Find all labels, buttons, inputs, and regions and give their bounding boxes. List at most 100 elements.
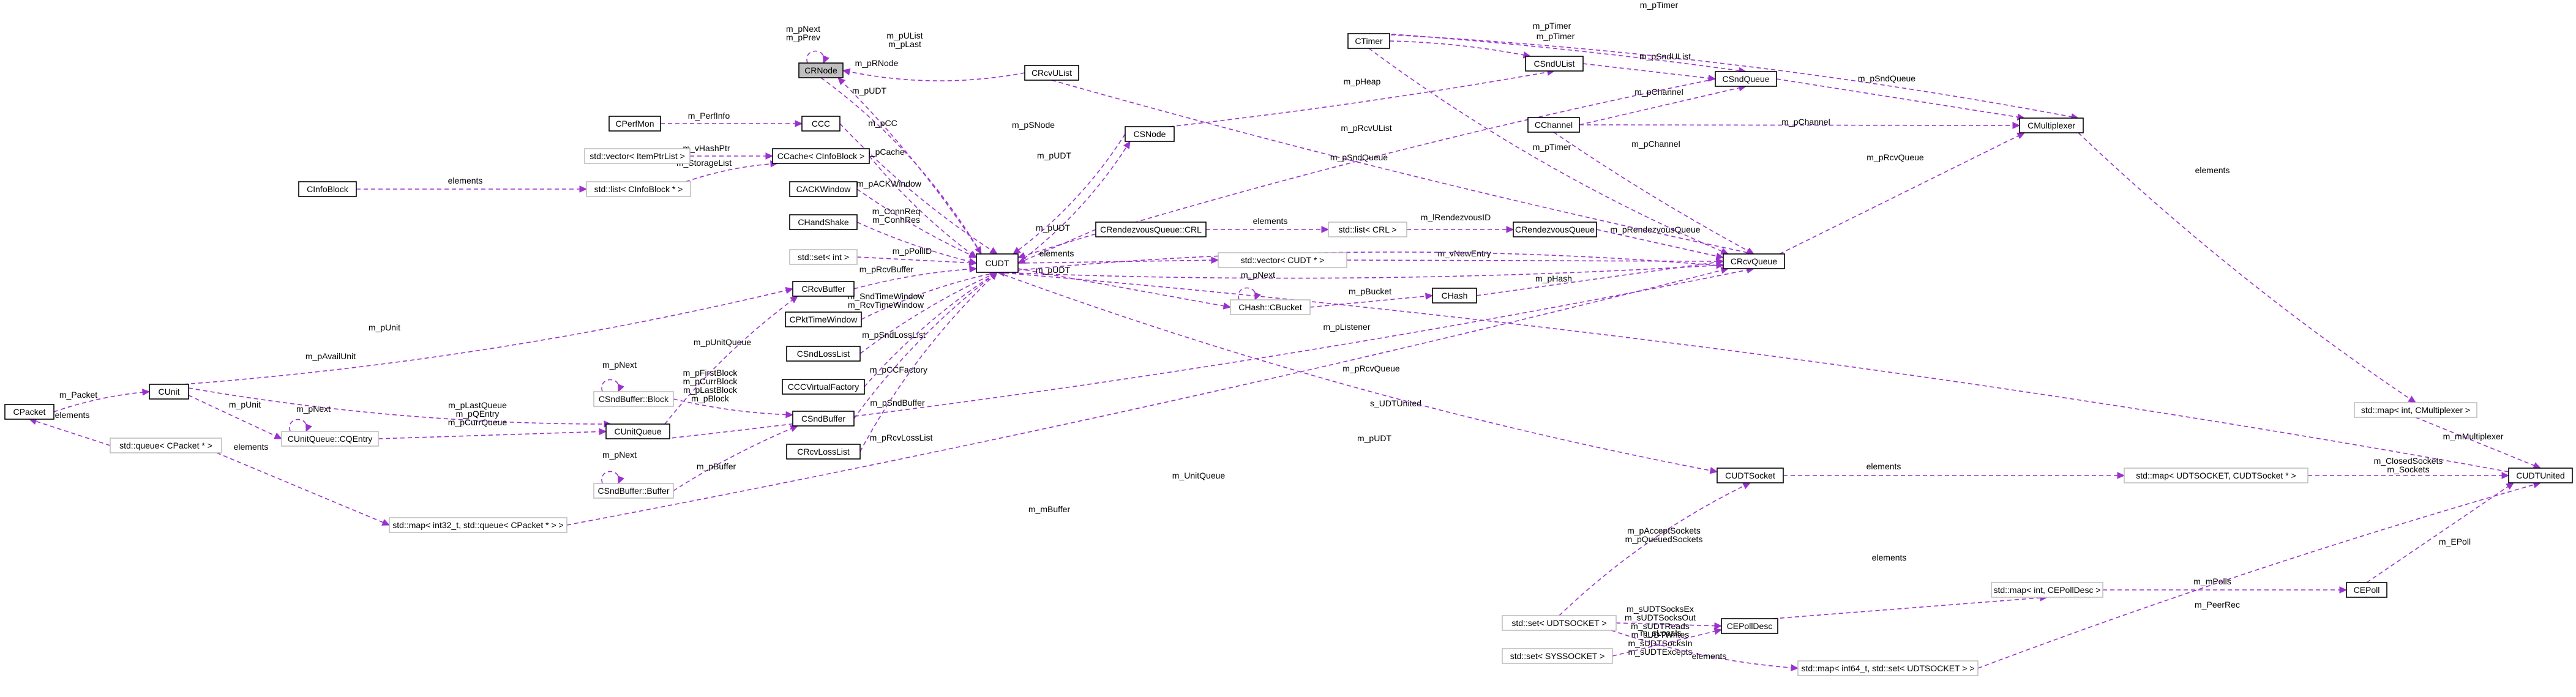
arrowhead — [823, 55, 829, 64]
class-node-crendezvousqueue[interactable]: CRendezvousQueue — [1513, 222, 1597, 237]
class-node-crcvlosslist[interactable]: CRcvLossList — [786, 444, 861, 460]
class-node-cunit[interactable]: CUnit — [149, 384, 189, 400]
class-node-cunitqueue[interactable]: CUnitQueue — [605, 423, 670, 439]
class-node-chash-cbucket[interactable]: CHash::CBucket — [1230, 299, 1311, 315]
class-node-vector-cudt[interactable]: std::vector< CUDT * > — [1218, 252, 1347, 268]
class-box — [1095, 222, 1207, 237]
class-node-csndbuffer-block[interactable]: CSndBuffer::Block — [593, 391, 674, 407]
class-node-crcvbuffer[interactable]: CRcvBuffer — [792, 281, 855, 297]
class-node-cudt[interactable]: CUDT — [976, 253, 1019, 273]
class-node-cpacket[interactable]: CPacket — [4, 404, 54, 420]
edge-label: m_pTimer — [1533, 21, 1571, 31]
class-node-set-udtsocket[interactable]: std::set< UDTSOCKET > — [1502, 615, 1617, 631]
edge-crcvloss-cudt: m_pRcvLossList — [859, 272, 998, 452]
class-node-cepoll[interactable]: CEPoll — [2346, 582, 2387, 598]
class-node-map-int-cmultiplexer[interactable]: std::map< int, CMultiplexer > — [2354, 402, 2477, 418]
class-node-queue-cpacket[interactable]: std::queue< CPacket * > — [110, 438, 222, 453]
edge-label: m_pBucket — [1349, 286, 1391, 296]
class-node-vector-itemptrlist[interactable]: std::vector< ItemPtrList > — [584, 148, 691, 164]
class-node-cperfmon[interactable]: CPerfMon — [608, 116, 661, 132]
edge-cepolldesc-map: elements — [1772, 553, 2048, 619]
class-node-map-int64-set[interactable]: std::map< int64_t, std::set< UDTSOCKET >… — [1797, 660, 1979, 676]
arrowhead — [1321, 226, 1330, 233]
class-node-crnode[interactable]: CRNode — [798, 62, 844, 78]
class-node-cunitqueue-cqentry[interactable]: CUnitQueue::CQEntry — [281, 431, 379, 447]
arrowhead — [1720, 248, 1729, 255]
edge-setint-cudt: m_pPollID — [856, 246, 978, 267]
class-node-map-int32-queue[interactable]: std::map< int32_t, std::queue< CPacket *… — [389, 517, 567, 533]
class-node-cccvirtualfactory[interactable]: CCCVirtualFactory — [782, 379, 865, 395]
class-box — [2124, 468, 2308, 483]
class-name: CPktTimeWindow — [790, 315, 858, 324]
edge-line — [861, 272, 998, 320]
class-node-ccc[interactable]: CCC — [801, 116, 841, 132]
edge-block-self: m_pNext — [601, 360, 637, 393]
arrowhead — [989, 247, 998, 255]
edge-label: m_mBuffer — [1028, 504, 1071, 514]
edge-crcvbuffer-cudt: m_pRcvBuffer — [853, 264, 978, 289]
class-node-cudtunited[interactable]: CUDTUnited — [2508, 468, 2573, 483]
class-node-chash[interactable]: CHash — [1432, 288, 1477, 304]
edge-map-cudtunited: m_mMultiplexer — [2415, 417, 2542, 469]
class-node-csndqueue[interactable]: CSndQueue — [1715, 71, 1777, 87]
class-node-ccache-cinfoblock[interactable]: CCache< CInfoBlock > — [772, 148, 870, 164]
class-node-cchannel[interactable]: CChannel — [1527, 117, 1580, 133]
class-node-crendezvousqueue-crl[interactable]: CRendezvousQueue::CRL — [1095, 222, 1207, 237]
arrowhead — [381, 519, 391, 526]
class-node-csndbuffer-buffer[interactable]: CSndBuffer::Buffer — [593, 483, 674, 499]
class-node-map-udtsocket[interactable]: std::map< UDTSOCKET, CUDTSocket * > — [2124, 468, 2308, 483]
edge-line — [1169, 70, 1555, 127]
class-node-csndlosslist[interactable]: CSndLossList — [786, 346, 861, 362]
class-node-cmultiplexer[interactable]: CMultiplexer — [2019, 117, 2084, 133]
edge-label: m_pLastQueue — [448, 400, 507, 410]
class-node-csndbuffer[interactable]: CSndBuffer — [792, 411, 855, 427]
edge-cqentry-self: m_pNext — [289, 404, 331, 433]
edge-crl-cudt: m_pUDT — [1017, 223, 1096, 264]
class-node-csndulist[interactable]: CSndUList — [1525, 56, 1584, 72]
edge-label: m_PeerRec — [2195, 600, 2240, 609]
class-node-ctimer[interactable]: CTimer — [1347, 33, 1390, 49]
class-node-crcvqueue[interactable]: CRcvQueue — [1723, 253, 1785, 269]
edge-label: m_sUDTWrites — [1631, 630, 1690, 639]
edge-label: m_pSndQueue — [1858, 73, 1915, 83]
edge-label: elements — [1866, 461, 1901, 471]
class-node-set-syssocket[interactable]: std::set< SYSSOCKET > — [1502, 648, 1613, 664]
class-box — [1125, 126, 1175, 142]
class-name: CRendezvousQueue — [1515, 225, 1595, 234]
edge-label: m_pUDT — [852, 86, 886, 95]
class-node-list-crl[interactable]: std::list< CRL > — [1328, 222, 1407, 237]
class-node-cudtsocket[interactable]: CUDTSocket — [1717, 468, 1784, 483]
class-node-chandshake[interactable]: CHandShake — [789, 214, 858, 230]
edge-label: m_sUDTSocksOut — [1625, 613, 1696, 622]
edge-label: m_sLocals — [1641, 628, 1682, 638]
edge-line — [1616, 622, 1722, 627]
class-node-crcvulist[interactable]: CRcvUList — [1024, 65, 1079, 81]
class-node-cackwindow[interactable]: CACKWindow — [789, 181, 858, 197]
edge-label: m_pListener — [1323, 322, 1370, 332]
edge-line — [853, 272, 998, 419]
edge-ctimer-csndulist: m_pTimer — [1389, 21, 1571, 59]
class-node-map-int-cepolldesc[interactable]: std::map< int, CEPollDesc > — [1991, 582, 2103, 598]
class-name: CSndBuffer — [801, 414, 845, 423]
class-node-csnode[interactable]: CSNode — [1125, 126, 1175, 142]
edge-line — [1611, 630, 1799, 669]
edge-label: m_mPolls — [2193, 576, 2231, 586]
class-box — [2346, 582, 2387, 598]
class-node-set-int[interactable]: std::set< int > — [789, 249, 858, 265]
arrowhead — [1746, 247, 1755, 255]
self-loop-line — [806, 50, 825, 64]
edge-label: m_pNext — [602, 450, 637, 460]
edge-map-cepolldesc-cepoll: m_mPolls — [2103, 576, 2348, 594]
class-box — [298, 181, 357, 197]
class-node-cpkttimewindow[interactable]: CPktTimeWindow — [785, 311, 862, 327]
edge-chash-crcvqueue: m_pHash — [1476, 258, 1724, 296]
edge-line — [1776, 78, 2025, 119]
class-node-cepolldesc[interactable]: CEPollDesc — [1721, 618, 1778, 634]
class-name: CCC — [812, 119, 830, 129]
edge-label: m_pPrev — [786, 32, 820, 42]
class-node-list-cinfoblock[interactable]: std::list< CInfoBlock * > — [586, 181, 691, 197]
class-node-cinfoblock[interactable]: CInfoBlock — [298, 181, 357, 197]
edge-line — [378, 431, 607, 439]
